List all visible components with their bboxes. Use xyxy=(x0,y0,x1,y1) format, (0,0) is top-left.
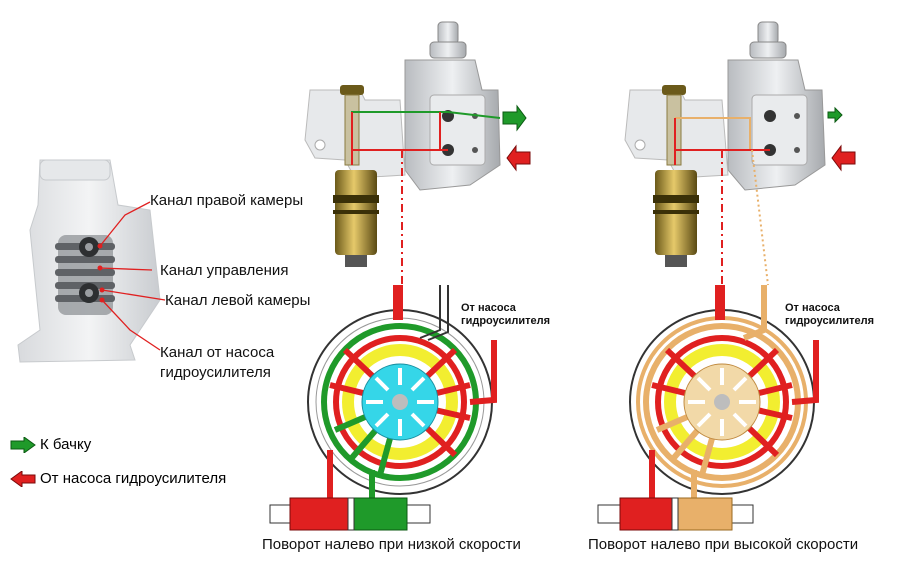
cylinder-low xyxy=(269,497,431,531)
pump-note-low-line2: гидроусилителя xyxy=(461,315,551,327)
arrow-out-green-high xyxy=(827,106,843,124)
valve-body-illustration xyxy=(17,159,161,363)
caption-high-speed: Поворот налево при высокой скорости xyxy=(588,536,859,553)
legend-from-pump-label: От насоса гидроусилителя xyxy=(40,470,227,487)
pump-note-high-line2: гидроусилителя xyxy=(785,315,875,327)
arrow-in-red-high xyxy=(831,144,856,172)
label-pump-channel-line1: Канал от насоса xyxy=(160,344,275,361)
label-right-chamber: Канал правой камеры xyxy=(150,192,304,209)
label-left-chamber: Канал левой камеры xyxy=(165,292,311,309)
pump-note-low-line1: От насоса xyxy=(461,302,516,314)
callout-leaders xyxy=(99,201,166,351)
arrow-out-green-low xyxy=(502,104,527,132)
flow-lines-top-low xyxy=(351,111,501,290)
caption-low-speed: Поворот налево при низкой скорости xyxy=(262,536,521,553)
legend-from-pump: От насоса гидроусилителя xyxy=(10,470,226,487)
label-pump-channel-line2: гидроусилителя xyxy=(160,364,271,381)
flow-lines-top-high xyxy=(674,117,770,290)
pump-note-high-line1: От насоса xyxy=(785,302,840,314)
arrow-in-red-low xyxy=(506,144,531,172)
green-arrow-icon xyxy=(10,436,36,453)
legend-to-tank: К бачку xyxy=(10,436,91,453)
cylinder-high xyxy=(597,497,754,531)
rotor-diagram-high xyxy=(629,285,819,500)
red-arrow-icon xyxy=(10,470,36,487)
label-control-channel: Канал управления xyxy=(160,262,289,279)
legend-to-tank-label: К бачку xyxy=(40,436,92,453)
rotor-diagram-low xyxy=(307,285,497,500)
valve-assembly-high xyxy=(624,21,826,267)
valve-assembly-low xyxy=(304,21,501,267)
